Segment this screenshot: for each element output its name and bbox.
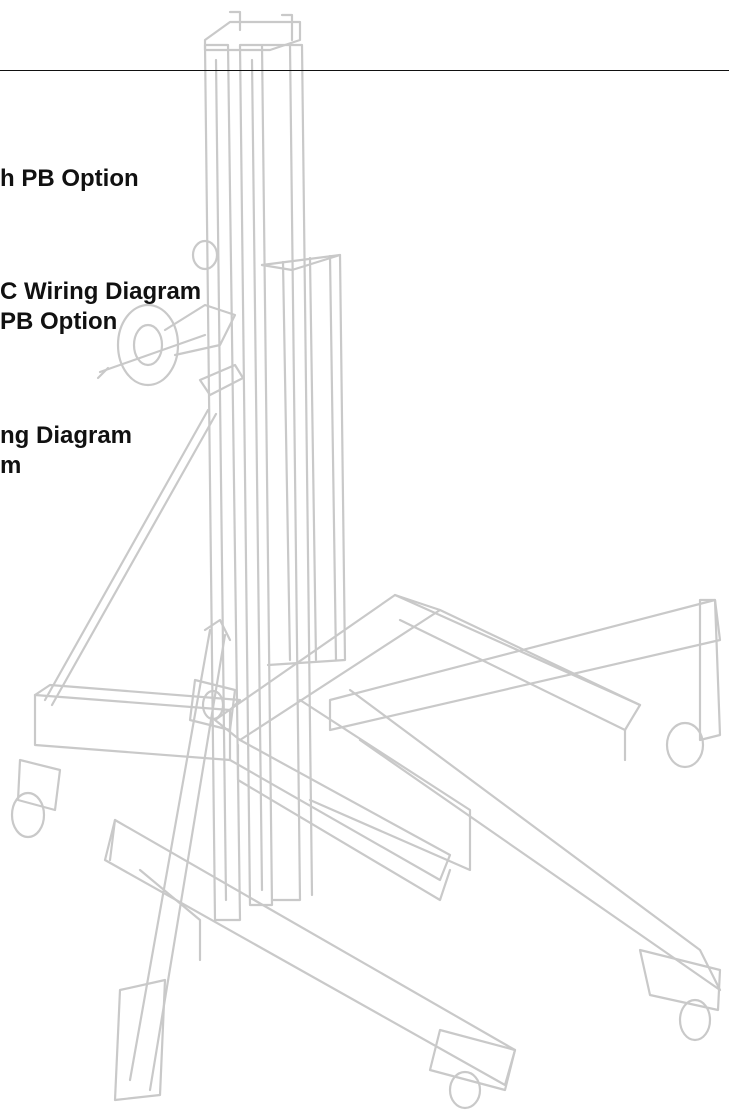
text-line-5: m (0, 452, 22, 479)
text-line-4: ng Diagram (0, 422, 133, 449)
text-line-2: C Wiring Diagram (0, 278, 202, 305)
text-line-3: PB Option (0, 308, 118, 335)
header-rule (0, 70, 729, 71)
text-line-1: h PB Option (0, 165, 139, 192)
